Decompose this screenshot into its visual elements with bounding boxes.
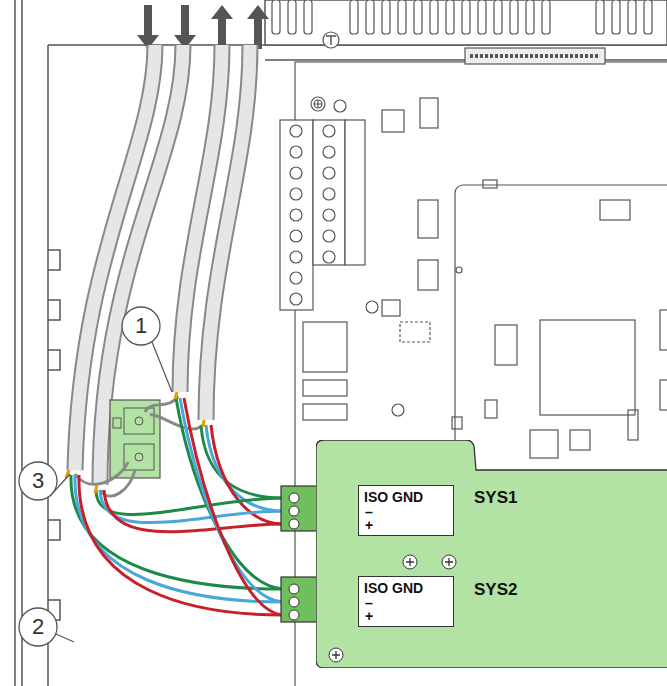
terminal-label: ISO GND–+ bbox=[358, 576, 454, 627]
callout-number: 1 bbox=[121, 306, 161, 346]
screw bbox=[442, 555, 456, 569]
screw-cross bbox=[332, 651, 340, 659]
board-shape bbox=[316, 440, 667, 668]
pcb bbox=[295, 48, 667, 686]
leader-lines bbox=[50, 342, 172, 642]
screw-cross bbox=[406, 558, 414, 566]
pin-name: ISO GND bbox=[364, 581, 423, 595]
pin-name: – bbox=[365, 505, 373, 519]
board-outline bbox=[316, 440, 667, 668]
pin-name: – bbox=[365, 596, 373, 610]
screw bbox=[329, 648, 343, 662]
callout-number: 2 bbox=[18, 607, 58, 647]
connector-board: SYS1SYS2ISO GND–+ISO GND–+ bbox=[316, 440, 667, 668]
heatsink bbox=[265, 0, 667, 48]
pin-name: + bbox=[365, 609, 373, 623]
shield-wires bbox=[75, 396, 204, 496]
pin-name: + bbox=[365, 518, 373, 532]
terminal-label: ISO GND–+ bbox=[358, 485, 454, 536]
board-name: SYS2 bbox=[474, 581, 517, 598]
screw bbox=[403, 555, 417, 569]
cable-tips bbox=[66, 392, 204, 493]
ground-clamp bbox=[110, 400, 160, 478]
cables bbox=[75, 45, 250, 485]
screw-cross bbox=[445, 558, 453, 566]
arrows bbox=[137, 5, 269, 49]
screws bbox=[314, 100, 322, 108]
callout-number: 3 bbox=[18, 461, 58, 501]
board-name: SYS1 bbox=[474, 489, 517, 506]
terminal-blocks bbox=[280, 97, 365, 420]
callout-circles bbox=[19, 307, 160, 646]
pin-name: ISO GND bbox=[364, 490, 423, 504]
wires bbox=[71, 398, 283, 615]
